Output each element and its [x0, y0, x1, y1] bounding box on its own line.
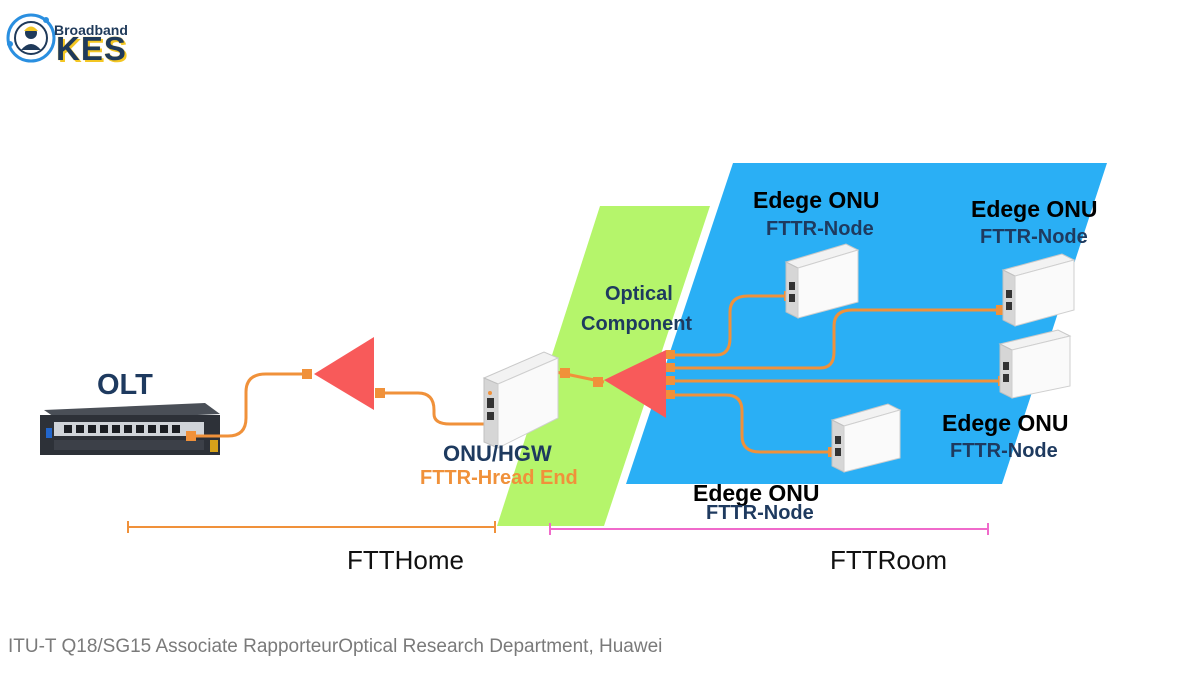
edge-onu-device-4: [830, 403, 902, 473]
logo-main-word: KES: [56, 30, 127, 67]
logo-icon: [6, 13, 56, 63]
fttroom-zone: [626, 163, 1107, 484]
head-end-label: FTTR-Hread End: [420, 467, 578, 489]
edge-onu-subtitle-1: FTTR-Node: [766, 218, 874, 240]
edge-onu-title-2: Edege ONU: [971, 196, 1098, 222]
olt-label: OLT: [97, 369, 153, 401]
edge-onu-device-2: [1001, 253, 1076, 327]
optical-component-label-line1: Optical: [605, 283, 673, 305]
ftthome-bracket: [127, 521, 496, 533]
fttroom-label: FTTRoom: [830, 545, 947, 575]
logo-top-word: Broadband: [54, 22, 128, 38]
fiber-to-edge-1: [666, 294, 788, 357]
footer-credit: ITU-T Q18/SG15 Associate RapporteurOptic…: [8, 636, 663, 657]
optical-component-label-line2: Component: [581, 313, 693, 335]
fttroom-bracket: [549, 523, 989, 535]
optical-component-zone: [497, 206, 710, 526]
splitter-triangle-1: [314, 337, 374, 410]
edge-onu-title-1: Edege ONU: [753, 187, 880, 213]
onu-hgw-device: [482, 351, 560, 449]
fiber-to-edge-2: [666, 308, 1000, 370]
edge-onu-title-4: Edege ONU: [693, 480, 820, 506]
edge-onu-title-3: Edege ONU: [942, 410, 1069, 436]
splitter-triangle-2: [604, 350, 666, 418]
edge-onu-subtitle-2: FTTR-Node: [980, 226, 1088, 248]
fiber-olt-to-splitter: [192, 372, 312, 438]
edge-onu-subtitle-3: FTTR-Node: [950, 440, 1058, 462]
edge-onu-subtitle-4: FTTR-Node: [706, 502, 814, 524]
olt-device: [40, 403, 220, 455]
edge-onu-device-1: [784, 243, 860, 319]
ftthome-label: FTTHome: [347, 545, 464, 575]
fiber-splitter-to-onu: [378, 391, 490, 426]
fiber-to-edge-4: [666, 393, 833, 454]
edge-onu-device-3: [998, 329, 1072, 399]
onu-hgw-label: ONU/HGW: [443, 441, 552, 466]
